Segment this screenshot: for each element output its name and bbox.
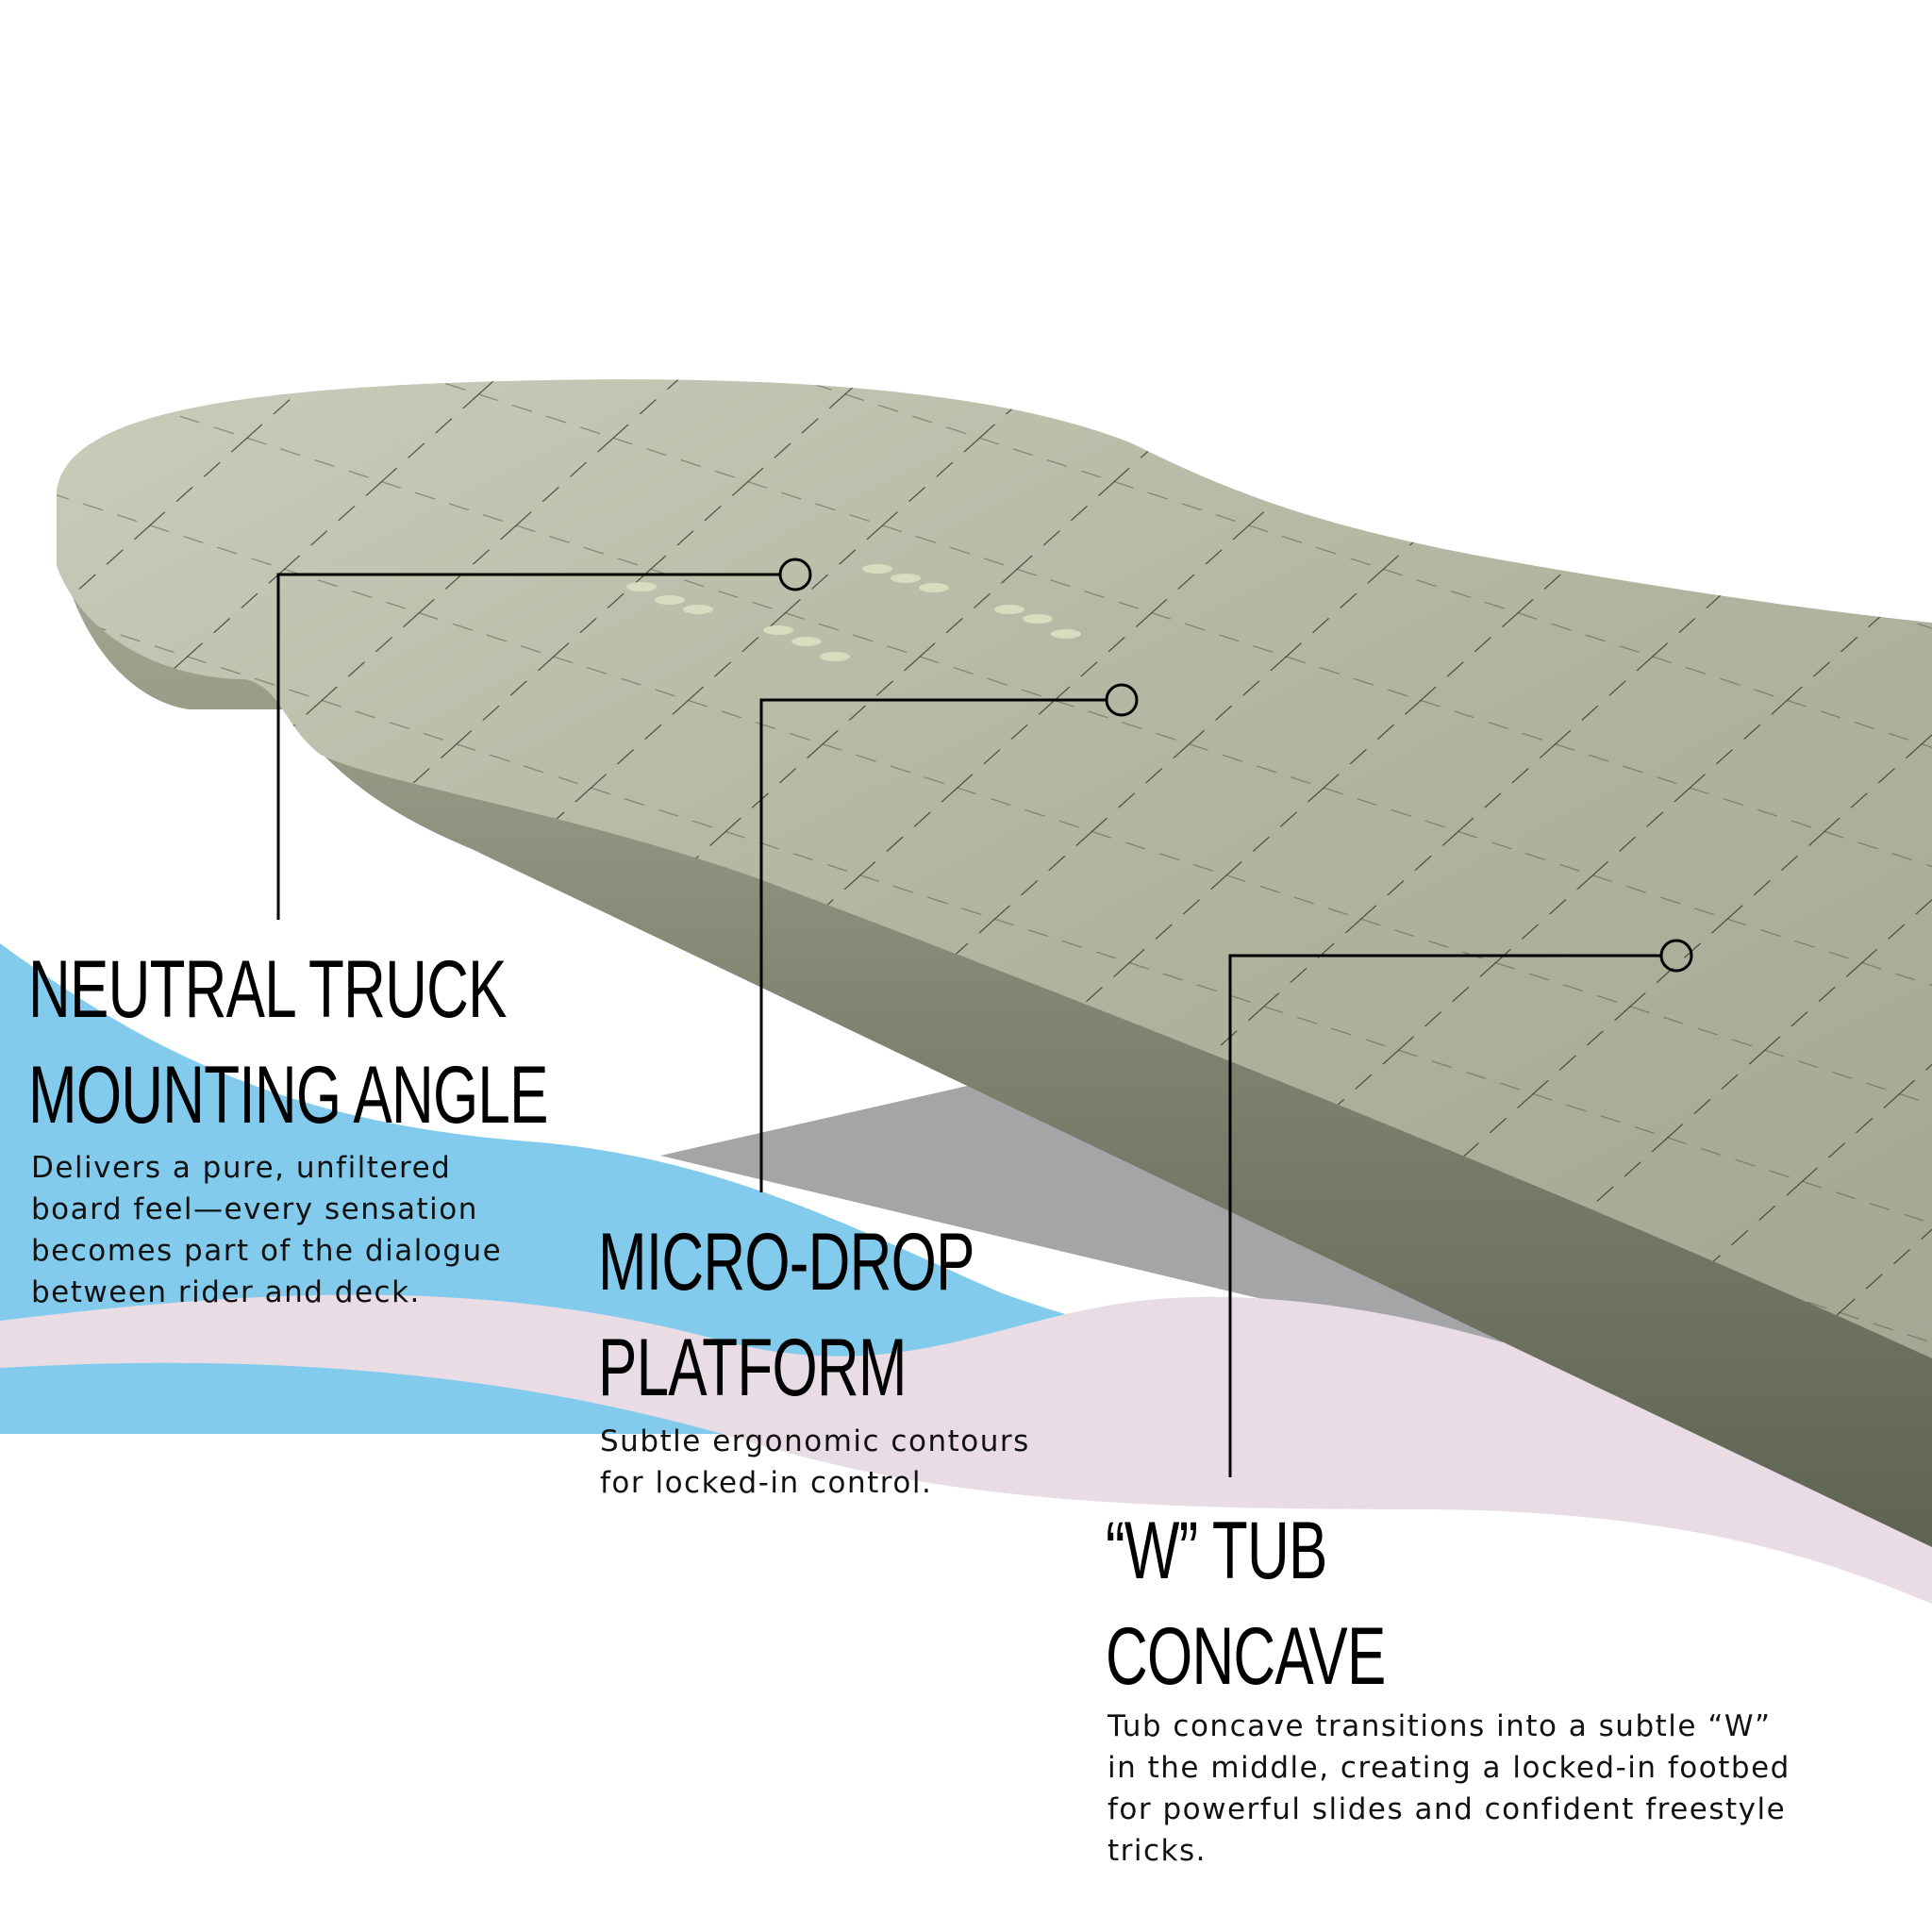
body-line: Delivers a pure, unfiltered	[31, 1151, 452, 1185]
callout-marker-w-tub	[1659, 939, 1693, 973]
title-line: CONCAVE	[1106, 1611, 1386, 1702]
body-line: for locked-in control.	[600, 1466, 933, 1500]
title-line: PLATFORM	[598, 1323, 908, 1413]
title-line: MICRO-DROP	[598, 1217, 974, 1307]
title-line: NEUTRAL TRUCK	[28, 944, 507, 1035]
body-line: board feel—every sensation	[31, 1192, 478, 1226]
title-line: “W” TUB	[1106, 1506, 1327, 1596]
shadow-shape	[660, 1085, 1604, 1349]
callout-title-neutral-truck: NEUTRAL TRUCK MOUNTING ANGLE	[28, 937, 548, 1148]
callout-body-micro-drop: Subtle ergonomic contours for locked-in …	[600, 1421, 1030, 1504]
body-line: tricks.	[1108, 1834, 1208, 1868]
body-line: in the middle, creating a locked-in foot…	[1108, 1751, 1790, 1785]
body-line: Tub concave transitions into a subtle “W…	[1108, 1709, 1772, 1743]
body-line: for powerful slides and confident freest…	[1108, 1792, 1787, 1826]
callout-marker-micro-drop	[1105, 683, 1139, 717]
callout-title-w-tub: “W” TUB CONCAVE	[1106, 1498, 1386, 1709]
pink-wave	[0, 1294, 1932, 1604]
callout-title-micro-drop: MICRO-DROP PLATFORM	[598, 1209, 974, 1421]
callout-marker-neutral-truck	[778, 558, 812, 591]
title-line: MOUNTING ANGLE	[28, 1050, 548, 1141]
body-line: becomes part of the dialogue	[31, 1234, 503, 1268]
callout-line-neutral-truck	[276, 573, 779, 920]
body-line: Subtle ergonomic contours	[600, 1424, 1030, 1458]
callout-line-micro-drop	[759, 698, 1106, 1192]
callout-body-neutral-truck: Delivers a pure, unfiltered board feel—e…	[31, 1147, 502, 1313]
truck-mount-holes	[626, 564, 1081, 661]
body-line: between rider and deck.	[31, 1275, 421, 1309]
callout-body-w-tub: Tub concave transitions into a subtle “W…	[1108, 1706, 1790, 1872]
callout-line-w-tub	[1228, 954, 1660, 1477]
